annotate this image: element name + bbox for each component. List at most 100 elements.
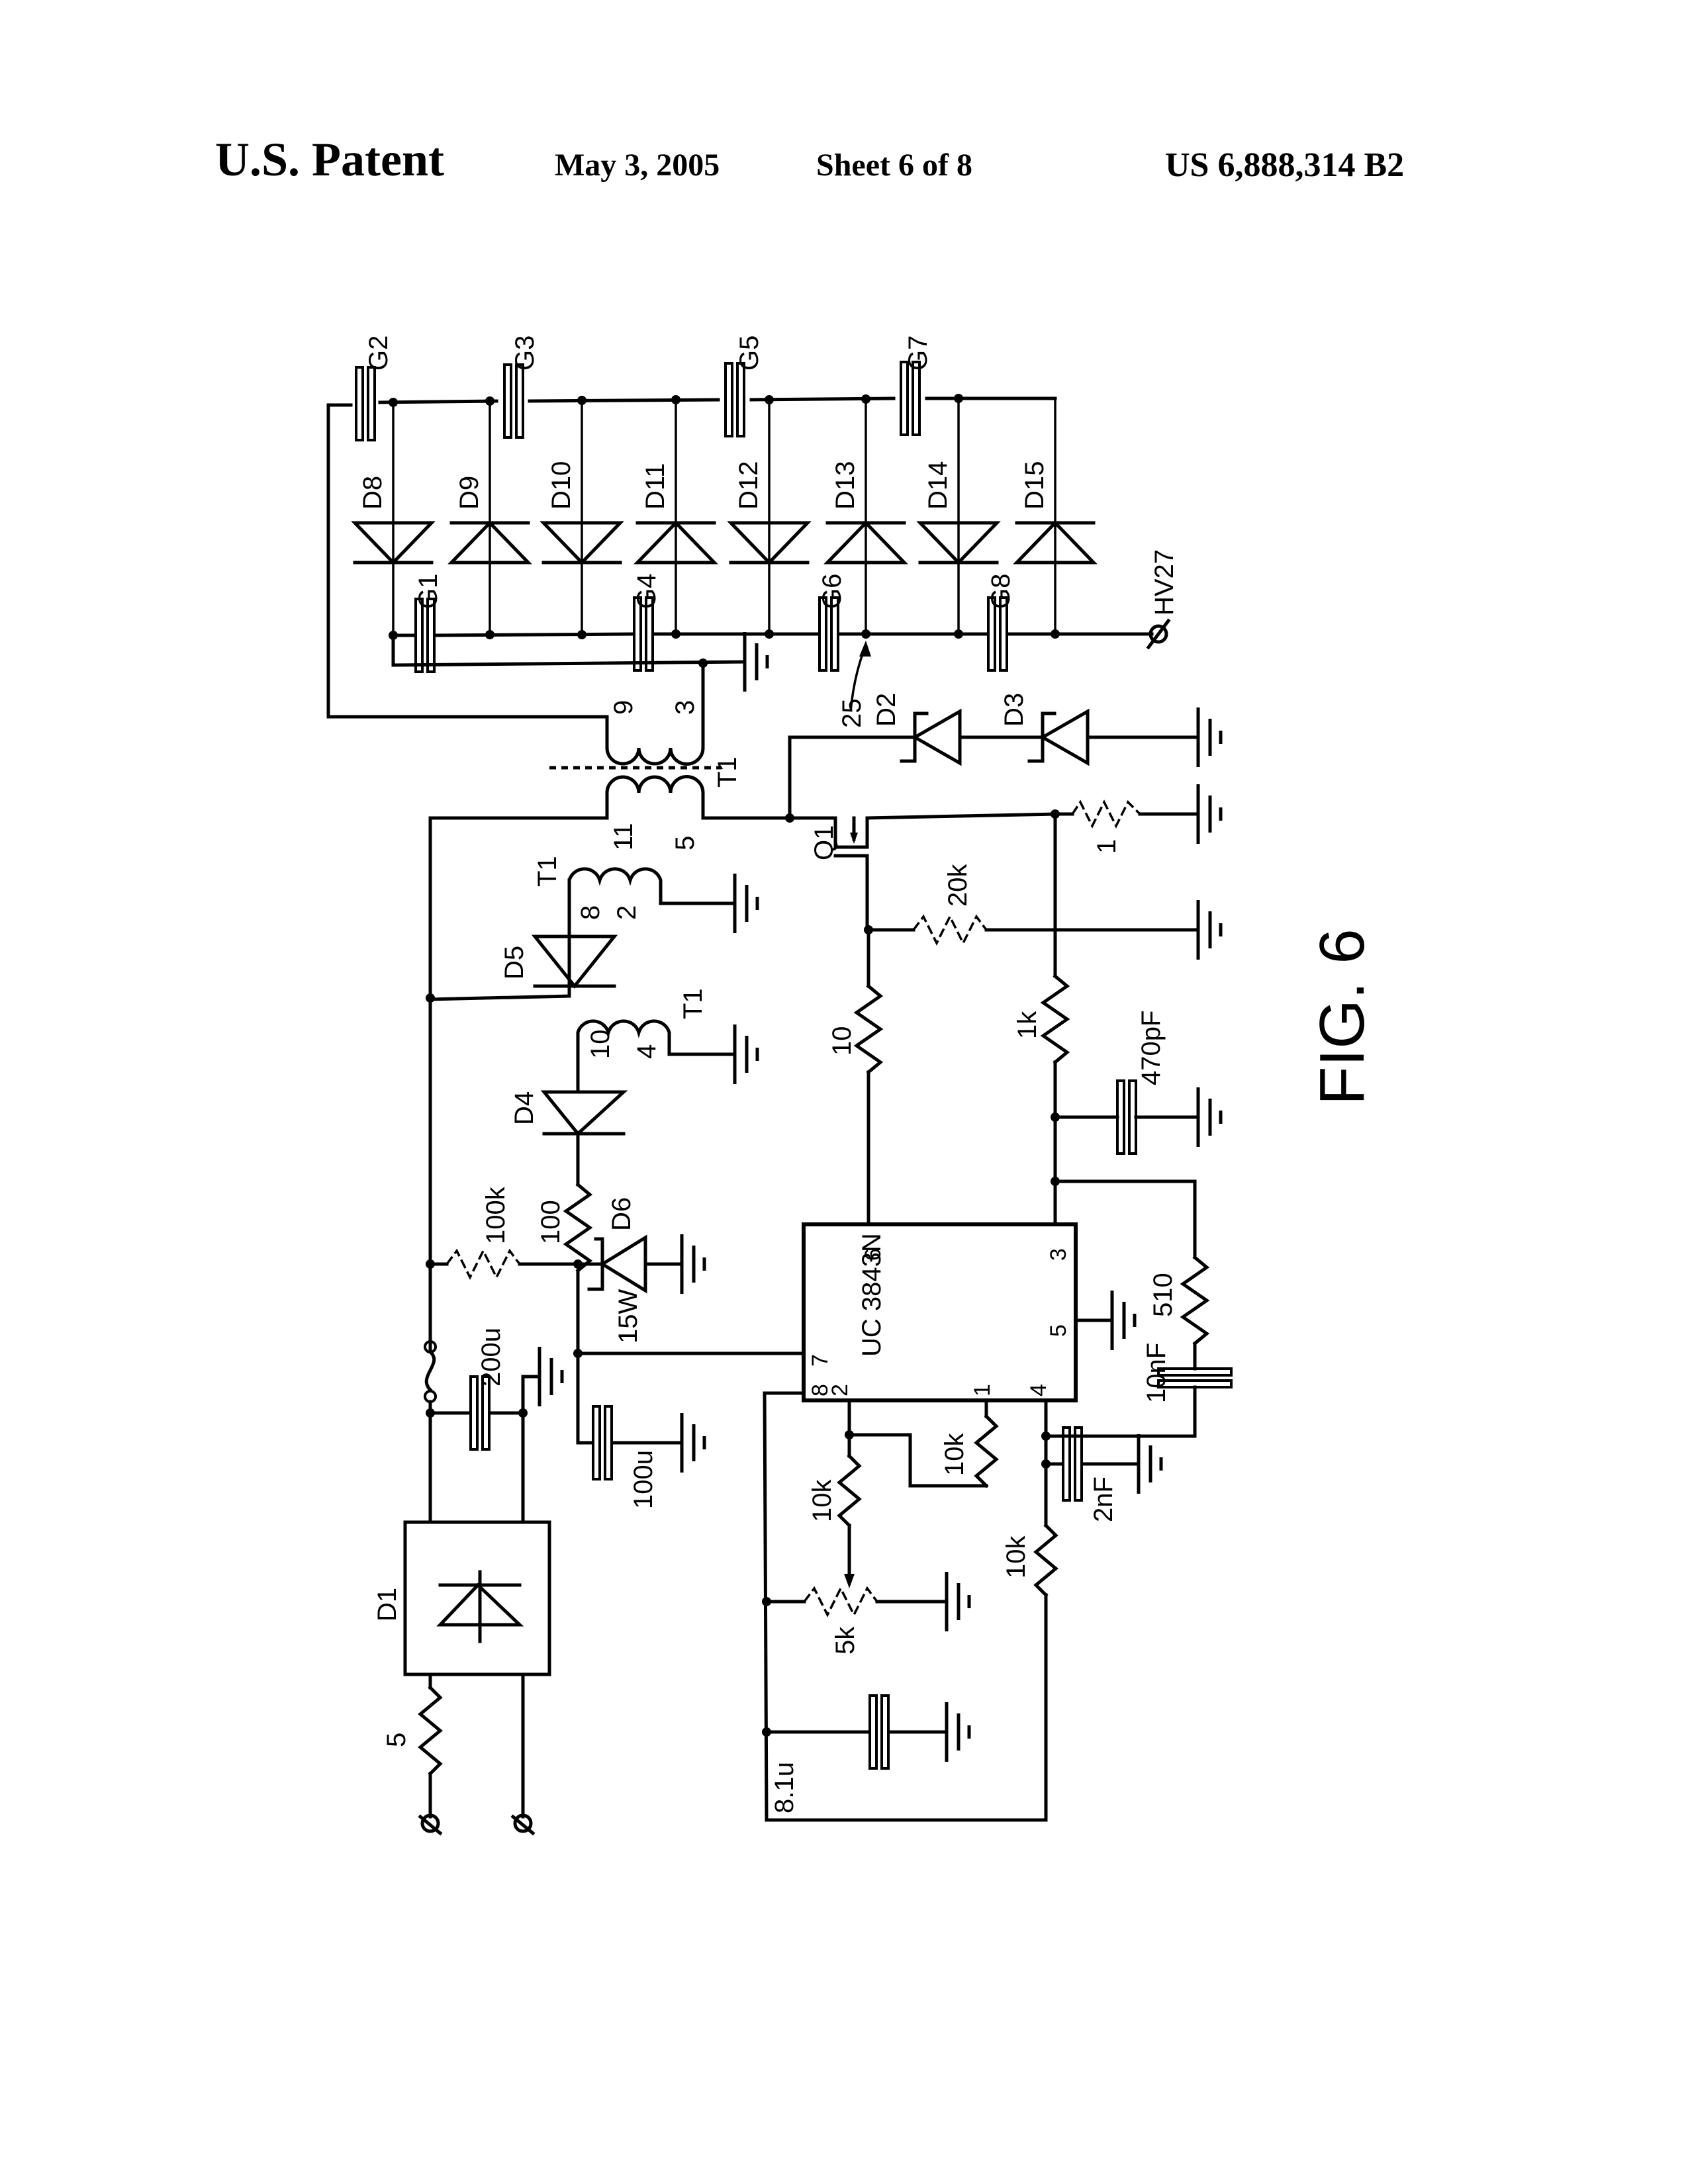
capacitor-sense-filter: 470pF xyxy=(1053,1011,1221,1155)
label-G8: G8 xyxy=(986,574,1015,609)
pin-2: 2 xyxy=(612,905,641,920)
diode-D13: D13 xyxy=(823,399,908,634)
pin-4: 4 xyxy=(632,1044,661,1059)
label-D11: D11 xyxy=(641,463,670,510)
ground-icon xyxy=(735,874,757,933)
ground-icon xyxy=(1198,784,1221,844)
label-R-feedback: 10k xyxy=(940,1433,969,1476)
ic-label: UC 3843N xyxy=(857,1233,886,1357)
ic-pin-7: 7 xyxy=(808,1354,833,1367)
capacitor-G1 xyxy=(414,598,436,673)
resistor-aux-series: 100 xyxy=(536,1182,593,1445)
sheet-number: Sheet 6 of 8 xyxy=(816,148,972,183)
label-R-timing: 10k xyxy=(1002,1535,1031,1578)
resistor-startup: 100k xyxy=(428,1186,580,1280)
junction-dots xyxy=(389,394,1060,1737)
diode-D11: D11 xyxy=(633,400,718,634)
ground-icon xyxy=(1198,707,1221,767)
label-D13: D13 xyxy=(831,461,860,510)
patent-header-title: U.S. Patent xyxy=(215,133,444,186)
label-R-pot-5k: 5k xyxy=(831,1626,860,1655)
label-15W: 15W xyxy=(614,1289,643,1343)
pin-10: 10 xyxy=(586,1030,615,1060)
resistor-gate-pulldown: 20k xyxy=(867,864,1221,960)
zener-D6: D6 15W xyxy=(576,1197,704,1343)
label-Q1: Q1 xyxy=(810,825,839,860)
ic-pin-4: 4 xyxy=(1026,1384,1051,1396)
label-D6: D6 xyxy=(607,1197,636,1231)
feedback-network: 10k 10k 5k 8.1u xyxy=(765,1398,999,1813)
slope-compensation: 510 10nF xyxy=(1044,1179,1233,1438)
pin-3: 3 xyxy=(671,700,700,715)
resistor-sense-filter: 1k xyxy=(1013,974,1070,1226)
label-D1: D1 xyxy=(373,1588,402,1621)
diode-D8: D8 xyxy=(351,402,436,634)
label-D4: D4 xyxy=(510,1091,539,1125)
aux-winding-2: 10 4 T1 D4 xyxy=(510,988,757,1187)
label-G4: G4 xyxy=(632,574,661,609)
label-R-10: 10 xyxy=(827,1026,857,1056)
voltage-multiplier: G2 G3 G5 G7 G1 G4 G6 G8 D8 D9 D10 D11 D12 D13… xyxy=(326,336,1179,729)
hv-output-terminal: HV27 xyxy=(1146,549,1179,650)
aux-winding-1: 8 2 T1 D5 xyxy=(500,856,757,998)
label-D12: D12 xyxy=(734,461,763,510)
capacitor-G7 xyxy=(900,361,921,436)
pin-9: 9 xyxy=(609,700,638,715)
label-C-200u: 200u xyxy=(477,1328,506,1387)
label-R-510: 510 xyxy=(1149,1273,1178,1317)
label-G2: G2 xyxy=(364,336,393,371)
clamp-diodes: D2 D3 xyxy=(788,693,1221,820)
label-R-20k: 20k xyxy=(943,864,972,907)
ic-pin-3: 3 xyxy=(1046,1248,1071,1261)
ground-icon xyxy=(682,1234,704,1294)
ic-pin-2: 2 xyxy=(827,1384,853,1396)
label-D9: D9 xyxy=(455,476,484,510)
diode-D10: D10 xyxy=(539,400,624,634)
ground-icon xyxy=(682,1413,704,1473)
label-G7: G7 xyxy=(904,336,933,371)
label-R-5: 5 xyxy=(382,1733,411,1747)
diode-D14: D14 xyxy=(916,398,1001,634)
ground-icon xyxy=(539,1347,562,1406)
label-D2: D2 xyxy=(872,693,901,727)
label-C-100u: 100u xyxy=(629,1450,658,1509)
pin-8: 8 xyxy=(576,905,605,920)
label-C-10nF: 10nF xyxy=(1142,1343,1171,1403)
capacitor-bulk: 200u xyxy=(428,1328,562,1524)
ground-icon xyxy=(1112,1291,1135,1350)
label-G6: G6 xyxy=(818,574,847,609)
label-T1: T1 xyxy=(713,756,742,788)
label-D8: D8 xyxy=(358,476,387,510)
bridge-rectifier-D1: D1 5 xyxy=(373,1520,551,1836)
ic-pin-6: 6 xyxy=(861,1248,886,1261)
label-D3: D3 xyxy=(1000,693,1029,727)
ac-input-terminal xyxy=(418,1813,443,1836)
ic-uc3843n: UC 3843N 6 3 5 7 8 2 1 4 xyxy=(802,1222,1135,1402)
timing-network: 2nF 10k xyxy=(1002,1398,1161,1822)
label-node-25: 25 xyxy=(837,699,867,729)
fuse xyxy=(424,1262,437,1524)
label-D15: D15 xyxy=(1020,461,1049,510)
capacitor-G5 xyxy=(724,362,745,437)
ground-icon xyxy=(1198,900,1221,960)
resistor-gate: 10 xyxy=(827,928,884,1226)
label-R-100: 100 xyxy=(536,1200,565,1244)
label-T1-aux2: T1 xyxy=(679,988,708,1019)
mosfet-Q1: Q1 xyxy=(810,812,1057,932)
label-C-2nF: 2nF xyxy=(1089,1477,1118,1522)
label-G5: G5 xyxy=(735,336,764,371)
ic-pin-1: 1 xyxy=(970,1384,995,1396)
diode-D9: D9 xyxy=(447,401,532,634)
figure-label: FIG. 6 xyxy=(1307,929,1378,1105)
ground-icon xyxy=(947,1572,969,1631)
label-G1: G1 xyxy=(414,574,443,609)
label-R-100k: 100k xyxy=(481,1186,510,1244)
capacitor-G3 xyxy=(503,363,524,439)
pin-11: 11 xyxy=(609,823,638,850)
patent-number: US 6,888,314 B2 xyxy=(1165,146,1405,184)
ground-icon xyxy=(947,1702,969,1762)
diode-D15: D15 xyxy=(1013,398,1098,634)
label-D5: D5 xyxy=(500,946,529,979)
label-G3: G3 xyxy=(510,336,539,371)
